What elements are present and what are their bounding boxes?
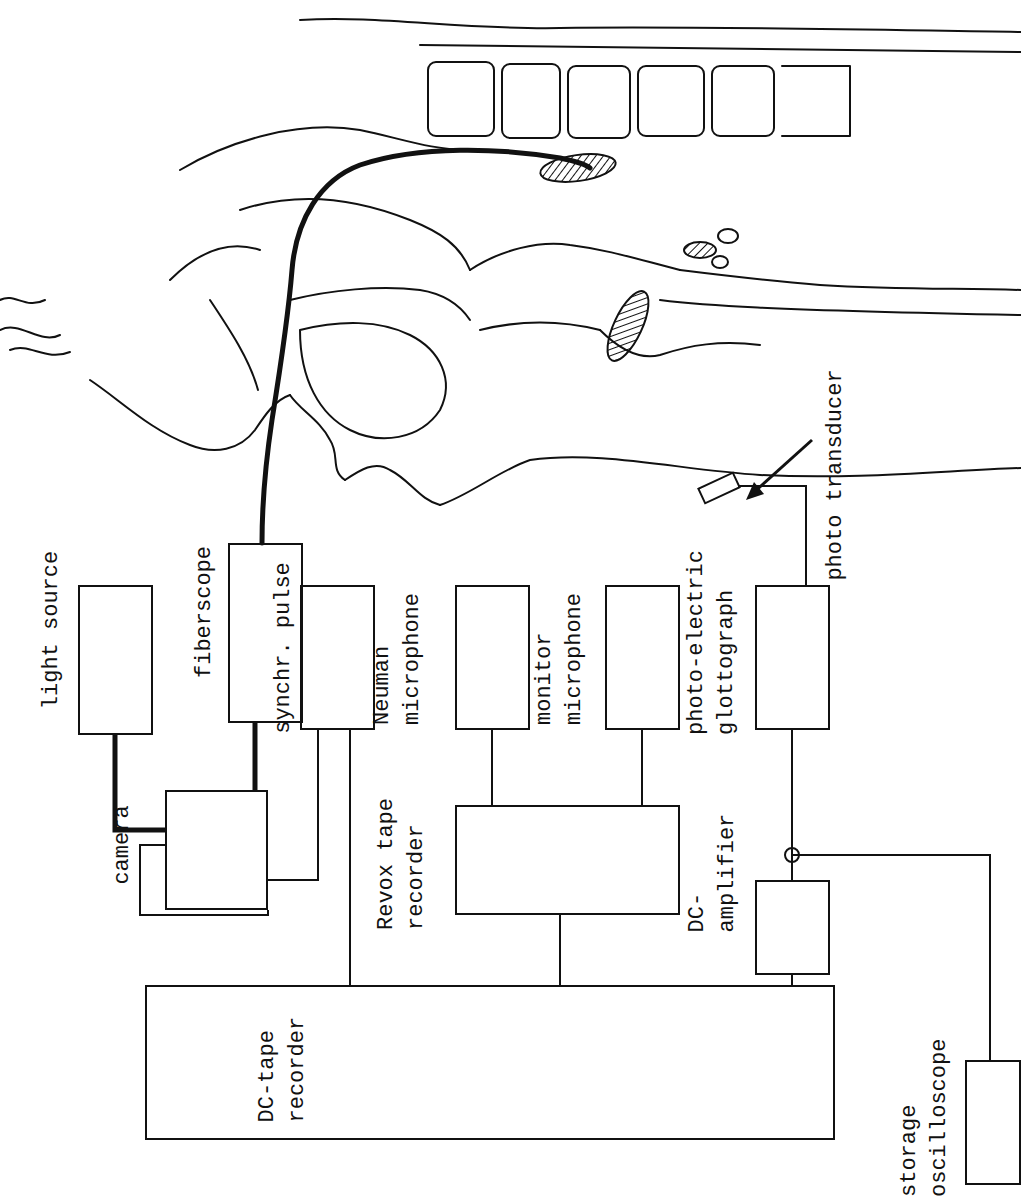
device-label: Revox tape recorder bbox=[372, 790, 432, 930]
device-box: Revox tape recorder bbox=[455, 805, 680, 915]
device-label: storage oscilloscope bbox=[895, 1027, 955, 1196]
device-label: light source bbox=[37, 551, 67, 709]
signal-line bbox=[268, 730, 318, 880]
device-label: synchr. pulse bbox=[269, 562, 299, 734]
device-box: Neuman microphone bbox=[455, 585, 530, 730]
device-box: synchr. pulse bbox=[300, 585, 375, 730]
device-box: camera bbox=[165, 790, 268, 910]
device-box: monitor microphone bbox=[605, 585, 680, 730]
device-label: photo-electric glottograph bbox=[682, 545, 742, 735]
device-label: camera bbox=[107, 805, 137, 884]
device-label: DC-amplifier bbox=[682, 808, 742, 933]
device-label: Neuman microphone bbox=[368, 575, 428, 725]
signal-line bbox=[791, 975, 793, 985]
device-label: DC-tape recorder bbox=[252, 1008, 312, 1123]
device-box: DC-tape recorder bbox=[145, 985, 835, 1140]
device-label: fiberscope bbox=[190, 546, 220, 678]
callout-label: photo transducer bbox=[820, 369, 850, 580]
device-box: light source bbox=[78, 585, 153, 735]
signal-line bbox=[792, 730, 990, 1060]
signal-line bbox=[559, 915, 561, 985]
signal-line bbox=[491, 730, 493, 805]
device-label: monitor microphone bbox=[530, 575, 590, 725]
device-box: photo-electric glottograph bbox=[755, 585, 830, 730]
signal-line bbox=[253, 723, 258, 790]
device-box: storage oscilloscope bbox=[965, 1060, 1021, 1185]
signal-line bbox=[349, 730, 351, 985]
device-box: DC-amplifier bbox=[755, 880, 830, 975]
signal-line bbox=[641, 730, 643, 805]
